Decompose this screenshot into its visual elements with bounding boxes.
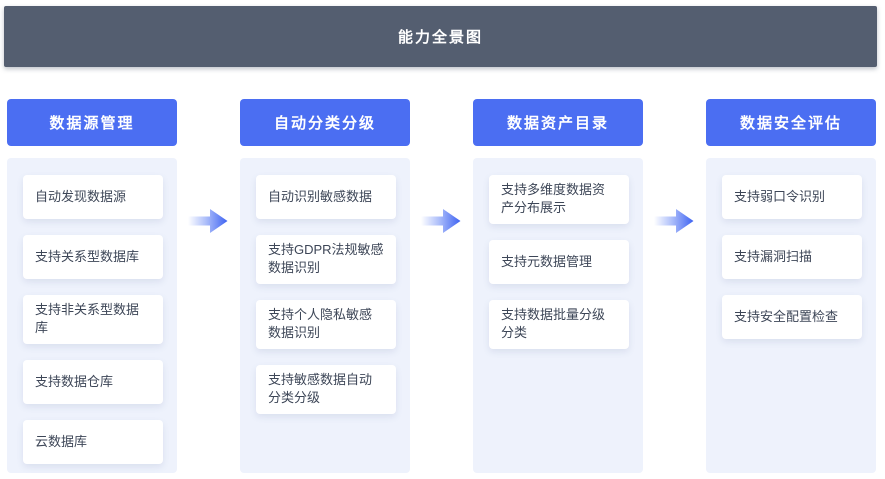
capability-column: 自动分类分级 自动识别敏感数据支持GDPR法规敏感数据识别支持个人隐私敏感数据识… bbox=[240, 99, 410, 473]
column-header: 数据资产目录 bbox=[473, 99, 643, 146]
capability-card: 支持敏感数据自动分类分级 bbox=[256, 364, 396, 414]
capability-card: 支持数据批量分级分类 bbox=[489, 299, 629, 349]
capability-card: 支持弱口令识别 bbox=[722, 175, 862, 219]
page-title-banner: 能力全景图 bbox=[4, 6, 877, 67]
flow-arrow-2-icon bbox=[421, 209, 461, 233]
column-header: 自动分类分级 bbox=[240, 99, 410, 146]
capability-column: 数据源管理 自动发现数据源支持关系型数据库支持非关系型数据库支持数据仓库云数据库 bbox=[7, 99, 177, 473]
capability-card: 支持安全配置检查 bbox=[722, 295, 862, 339]
column-header: 数据源管理 bbox=[7, 99, 177, 146]
capability-card: 支持元数据管理 bbox=[489, 239, 629, 284]
page-title: 能力全景图 bbox=[397, 29, 483, 46]
column-header: 数据安全评估 bbox=[706, 99, 876, 146]
capability-card: 支持多维度数据资产分布展示 bbox=[489, 175, 629, 224]
column-panel: 支持多维度数据资产分布展示支持元数据管理支持数据批量分级分类 bbox=[473, 158, 643, 473]
column-panel: 支持弱口令识别支持漏洞扫描支持安全配置检查 bbox=[706, 158, 876, 473]
flow-arrow-3-icon bbox=[654, 209, 694, 233]
capability-column: 数据资产目录 支持多维度数据资产分布展示支持元数据管理支持数据批量分级分类 bbox=[473, 99, 643, 473]
capability-card: 云数据库 bbox=[23, 419, 163, 464]
column-panel: 自动发现数据源支持关系型数据库支持非关系型数据库支持数据仓库云数据库 bbox=[7, 158, 177, 473]
arrow-cell bbox=[177, 99, 240, 473]
capability-card: 自动发现数据源 bbox=[23, 175, 163, 219]
capability-card: 支持非关系型数据库 bbox=[23, 295, 163, 344]
capability-card: 支持数据仓库 bbox=[23, 359, 163, 404]
capability-card: 自动识别敏感数据 bbox=[256, 175, 396, 219]
capability-card: 支持关系型数据库 bbox=[23, 235, 163, 279]
arrow-cell bbox=[410, 99, 473, 473]
columns-row: 数据源管理 自动发现数据源支持关系型数据库支持非关系型数据库支持数据仓库云数据库… bbox=[7, 99, 876, 473]
capability-card: 支持GDPR法规敏感数据识别 bbox=[256, 235, 396, 284]
column-panel: 自动识别敏感数据支持GDPR法规敏感数据识别支持个人隐私敏感数据识别支持敏感数据… bbox=[240, 158, 410, 473]
capability-column: 数据安全评估 支持弱口令识别支持漏洞扫描支持安全配置检查 bbox=[706, 99, 876, 473]
arrow-cell bbox=[643, 99, 706, 473]
capability-card: 支持个人隐私敏感数据识别 bbox=[256, 299, 396, 349]
flow-arrow-1-icon bbox=[188, 209, 228, 233]
capability-card: 支持漏洞扫描 bbox=[722, 235, 862, 279]
